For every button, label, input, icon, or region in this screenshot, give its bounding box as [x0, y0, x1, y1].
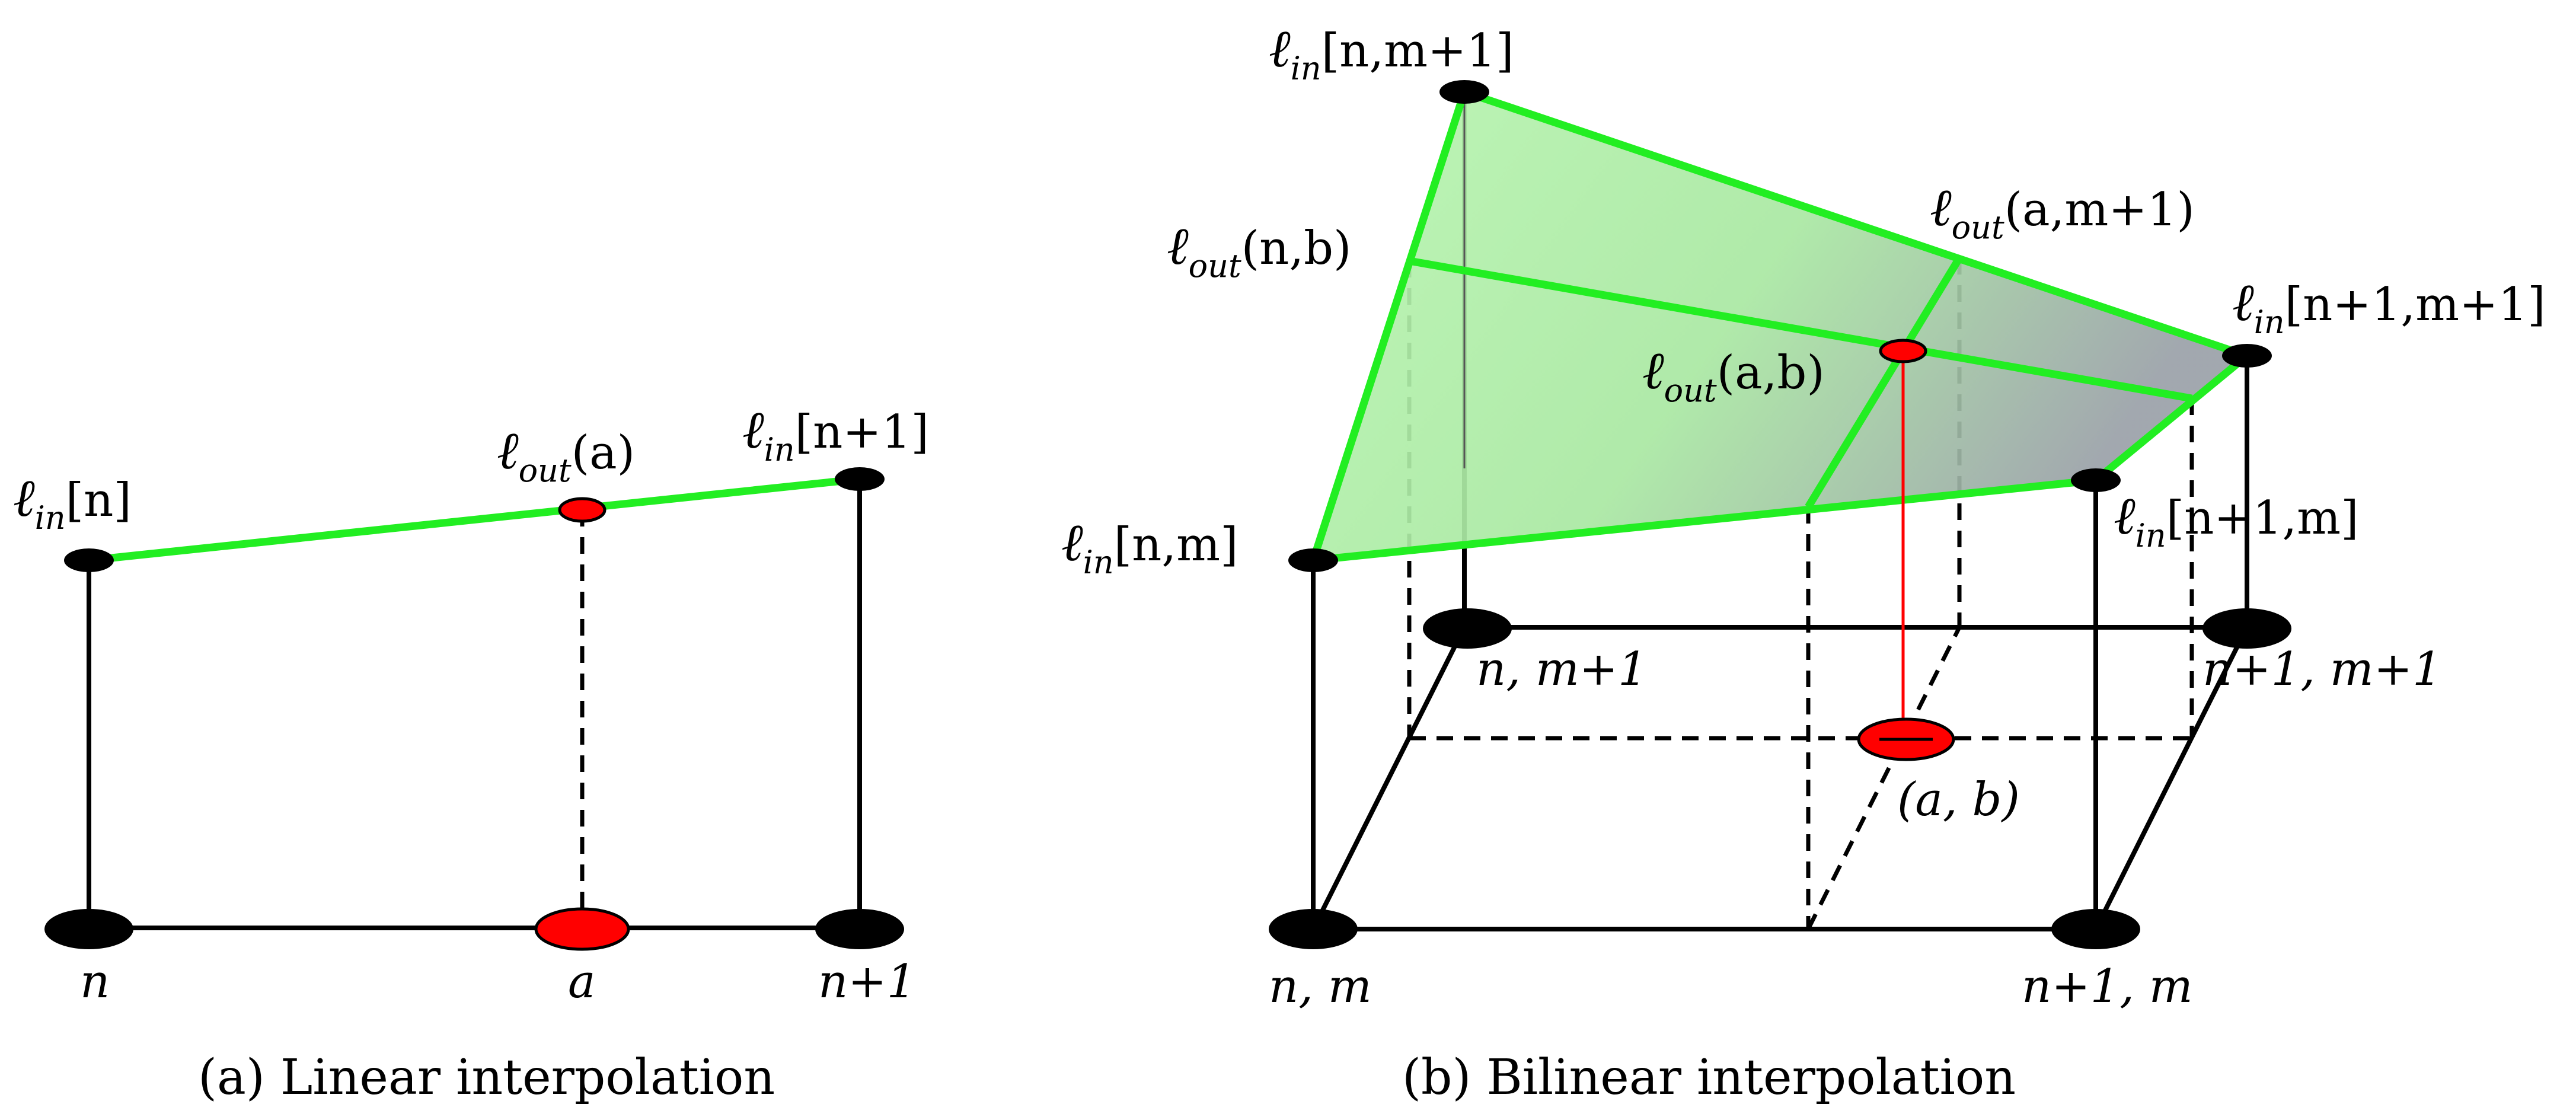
label-lin-nm: ℓin[n,m]	[1061, 512, 1238, 581]
label-lout-a: ℓout(a)	[497, 420, 635, 489]
node-base-n	[44, 909, 133, 949]
base-left-edge	[1311, 626, 1467, 930]
label-lin-n1m: ℓin[n+1,m]	[2114, 485, 2359, 554]
node-top-nm1	[1439, 80, 1489, 104]
axis-label-a: a	[568, 955, 596, 1009]
node-top-n1m1	[2222, 344, 2272, 368]
panel-b-bilinear: ℓin[n,m+1] ℓout(n,b) ℓout(a,m+1) ℓin[n+1…	[1061, 18, 2546, 1106]
caption-b: (b) Bilinear interpolation	[1402, 1049, 2016, 1106]
node-base-a	[534, 907, 630, 951]
base-right-edge	[2093, 626, 2249, 930]
node-base-nm1	[1423, 608, 1512, 649]
label-lin-n1: ℓin[n+1]	[742, 399, 929, 468]
node-base-n1m	[2051, 909, 2140, 949]
axis-label-n1: n+1	[818, 955, 916, 1009]
base-label-nm: n, m	[1269, 960, 1372, 1013]
base-label-n1m1: n+1, m+1	[2202, 643, 2442, 696]
base-label-n1m: n+1, m	[2022, 960, 2193, 1013]
node-base-n1	[815, 909, 904, 949]
label-lin-n: ℓin[n]	[13, 467, 132, 537]
node-top-nm	[1288, 548, 1338, 572]
node-top-n1m	[2071, 468, 2121, 492]
node-base-nm	[1269, 909, 1358, 949]
node-lin-n	[64, 548, 114, 572]
panel-a-linear: ℓin[n] ℓout(a) ℓin[n+1] n a n+1 (a) Line…	[13, 399, 929, 1106]
base-label-nm1: n, m+1	[1476, 643, 1648, 696]
label-lout-ab: ℓout(a,b)	[1642, 340, 1825, 409]
point-lout-ab	[1879, 339, 1927, 363]
point-lout-a	[558, 497, 607, 523]
label-lin-n1m1: ℓin[n+1,m+1]	[2232, 272, 2546, 341]
node-lin-n1	[835, 467, 885, 491]
label-lout-nb: ℓout(n,b)	[1167, 215, 1351, 285]
node-base-n1m1	[2202, 608, 2291, 649]
axis-label-n: n	[80, 955, 110, 1009]
base-label-ab: (a, b)	[1897, 773, 2020, 827]
label-lout-am1: ℓout(a,m+1)	[1930, 177, 2195, 246]
caption-a: (a) Linear interpolation	[198, 1049, 775, 1106]
label-lin-nm1: ℓin[n,m+1]	[1269, 18, 1514, 87]
linear-interp-line	[88, 475, 860, 564]
